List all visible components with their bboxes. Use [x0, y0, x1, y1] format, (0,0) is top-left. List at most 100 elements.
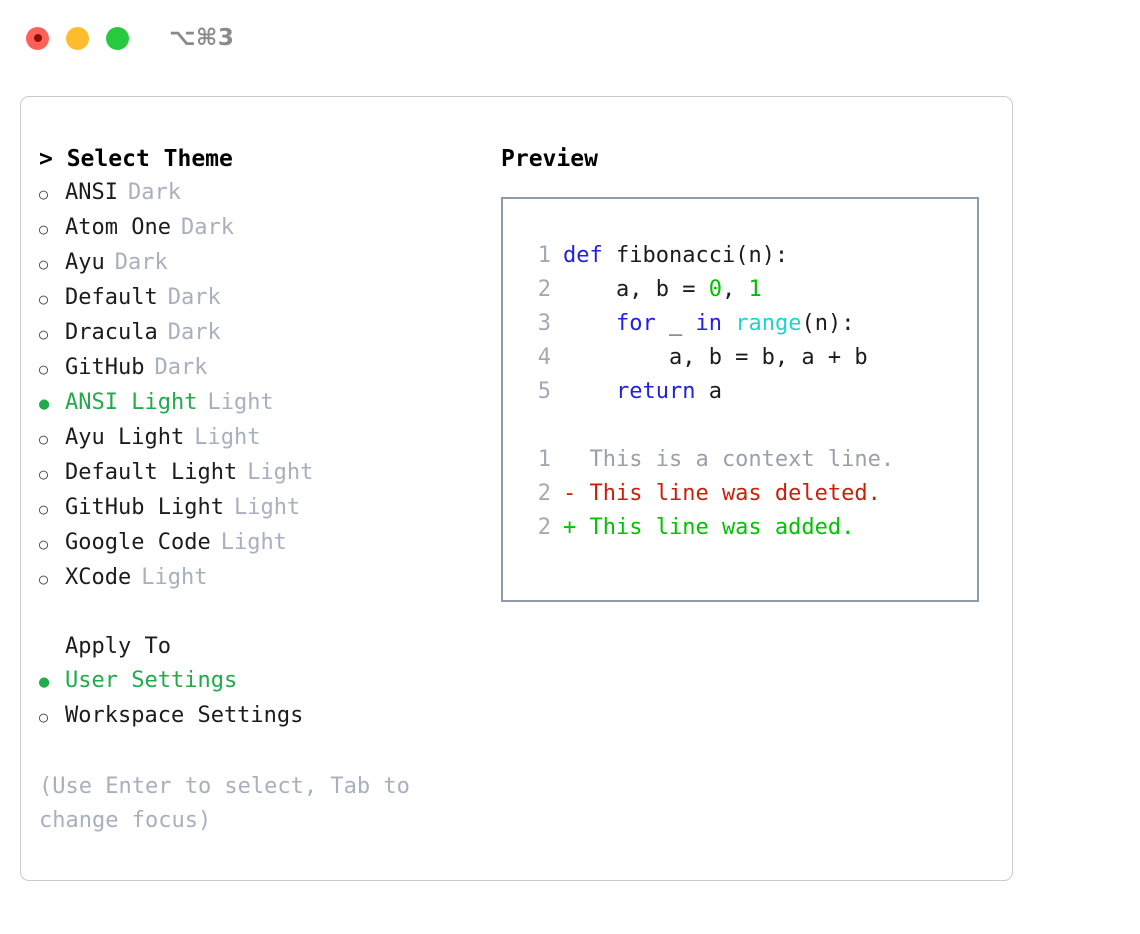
page-title-text: Select Theme: [66, 146, 233, 172]
code-line: 5 return a: [521, 375, 977, 409]
diff-text-added: + This line was added.: [563, 515, 855, 540]
code-line: 3 for _ in range(n):: [521, 307, 977, 341]
radio-unselected-icon[interactable]: ○: [39, 360, 49, 378]
radio-unselected-icon[interactable]: ○: [39, 430, 49, 448]
theme-name: Default Light: [65, 460, 238, 485]
theme-name: GitHub: [65, 355, 145, 380]
code-line: 2 a, b = 0, 1: [521, 273, 977, 307]
diff-sample: 1 This is a context line. 2 - This line wa…: [521, 443, 977, 545]
apply-to-item[interactable]: ○ Workspace Settings: [39, 699, 491, 734]
maximize-button[interactable]: [106, 26, 129, 50]
code-token: _: [655, 311, 696, 336]
apply-to-label: Workspace Settings: [65, 703, 304, 728]
radio-unselected-icon[interactable]: ○: [39, 570, 49, 588]
theme-kind-badge: Dark: [180, 215, 234, 240]
theme-name: ANSI Light: [65, 390, 198, 415]
theme-name: Atom One: [65, 215, 171, 240]
line-number: 1: [537, 243, 551, 268]
code-token: a: [695, 379, 722, 404]
theme-name: Default: [65, 285, 158, 310]
theme-list-item[interactable]: ○ Google Code Light: [39, 526, 491, 561]
traffic-light-buttons: [26, 26, 129, 50]
line-number: 5: [537, 379, 551, 404]
code-line: 1 def fibonacci(n):: [521, 239, 977, 273]
apply-to-list: ● User Settings ○ Workspace Settings: [39, 664, 491, 734]
line-number: 3: [537, 311, 551, 336]
code-token: range: [735, 311, 802, 336]
radio-unselected-icon[interactable]: ○: [39, 185, 49, 203]
code-text: a, b = 0, 1: [563, 273, 762, 307]
page-title: > Select Theme: [39, 142, 491, 176]
code-token: fibonacci(n):: [602, 243, 789, 268]
code-token: a, b =: [563, 277, 709, 302]
diff-text-deleted: - This line was deleted.: [563, 481, 881, 506]
theme-list-item[interactable]: ○ Ayu Dark: [39, 246, 491, 281]
code-text: def fibonacci(n):: [563, 239, 788, 273]
theme-list-item[interactable]: ○ Default Dark: [39, 281, 491, 316]
radio-unselected-icon[interactable]: ○: [39, 708, 49, 726]
line-number: 1: [537, 447, 551, 472]
diff-line: 2 - This line was deleted.: [521, 477, 977, 511]
window-shortcut-label: ⌥⌘3: [169, 25, 235, 51]
radio-unselected-icon[interactable]: ○: [39, 465, 49, 483]
theme-kind-badge: Dark: [127, 180, 181, 205]
radio-unselected-icon[interactable]: ○: [39, 500, 49, 518]
radio-unselected-icon[interactable]: ○: [39, 290, 49, 308]
diff-text-context: This is a context line.: [563, 447, 895, 472]
theme-list-item[interactable]: ○ Atom One Dark: [39, 211, 491, 246]
line-number: 2: [537, 277, 551, 302]
diff-line: 1 This is a context line.: [521, 443, 977, 477]
code-token: [722, 311, 735, 336]
radio-selected-icon[interactable]: ●: [39, 394, 50, 414]
theme-kind-badge: Dark: [154, 355, 208, 380]
radio-unselected-icon[interactable]: ○: [39, 535, 49, 553]
code-text: return a: [563, 375, 722, 409]
code-token: for: [615, 311, 656, 336]
code-token: 0: [708, 277, 722, 302]
preview-heading: Preview: [501, 146, 598, 172]
theme-kind-badge: Dark: [167, 285, 221, 310]
theme-list-item[interactable]: ● ANSI Light Light: [39, 386, 491, 421]
theme-kind-badge: Light: [194, 425, 261, 450]
code-token: 1: [748, 277, 762, 302]
apply-to-label: User Settings: [65, 668, 238, 693]
radio-selected-icon[interactable]: ●: [39, 672, 50, 692]
theme-name: XCode: [65, 565, 132, 590]
theme-kind-badge: Light: [141, 565, 208, 590]
theme-name: Google Code: [65, 530, 211, 555]
theme-kind-badge: Light: [207, 390, 274, 415]
diff-line: 2+ This line was added.: [521, 511, 977, 545]
code-token: (n):: [801, 311, 855, 336]
code-token: return: [615, 379, 696, 404]
theme-kind-badge: Light: [220, 530, 287, 555]
line-number: 2: [537, 481, 551, 506]
close-button[interactable]: [26, 26, 49, 50]
code-token: [563, 311, 616, 336]
theme-kind-badge: Light: [247, 460, 314, 485]
theme-name: Ayu: [65, 250, 105, 275]
apply-to-item[interactable]: ● User Settings: [39, 664, 491, 699]
keyboard-hint: (Use Enter to select, Tab to change focu…: [39, 774, 424, 833]
code-token: in: [695, 311, 722, 336]
theme-list-item[interactable]: ○ GitHub Dark: [39, 351, 491, 386]
minimize-button[interactable]: [66, 26, 89, 50]
code-token: [563, 379, 616, 404]
apply-to-heading: Apply To: [65, 634, 171, 659]
radio-unselected-icon[interactable]: ○: [39, 220, 49, 238]
theme-kind-badge: Dark: [114, 250, 168, 275]
theme-name: Dracula: [65, 320, 158, 345]
theme-kind-badge: Light: [233, 495, 301, 520]
theme-list-item[interactable]: ○ Default Light Light: [39, 456, 491, 491]
theme-list-item[interactable]: ○ XCode Light: [39, 561, 491, 596]
radio-unselected-icon[interactable]: ○: [39, 325, 49, 343]
radio-unselected-icon[interactable]: ○: [39, 255, 49, 273]
